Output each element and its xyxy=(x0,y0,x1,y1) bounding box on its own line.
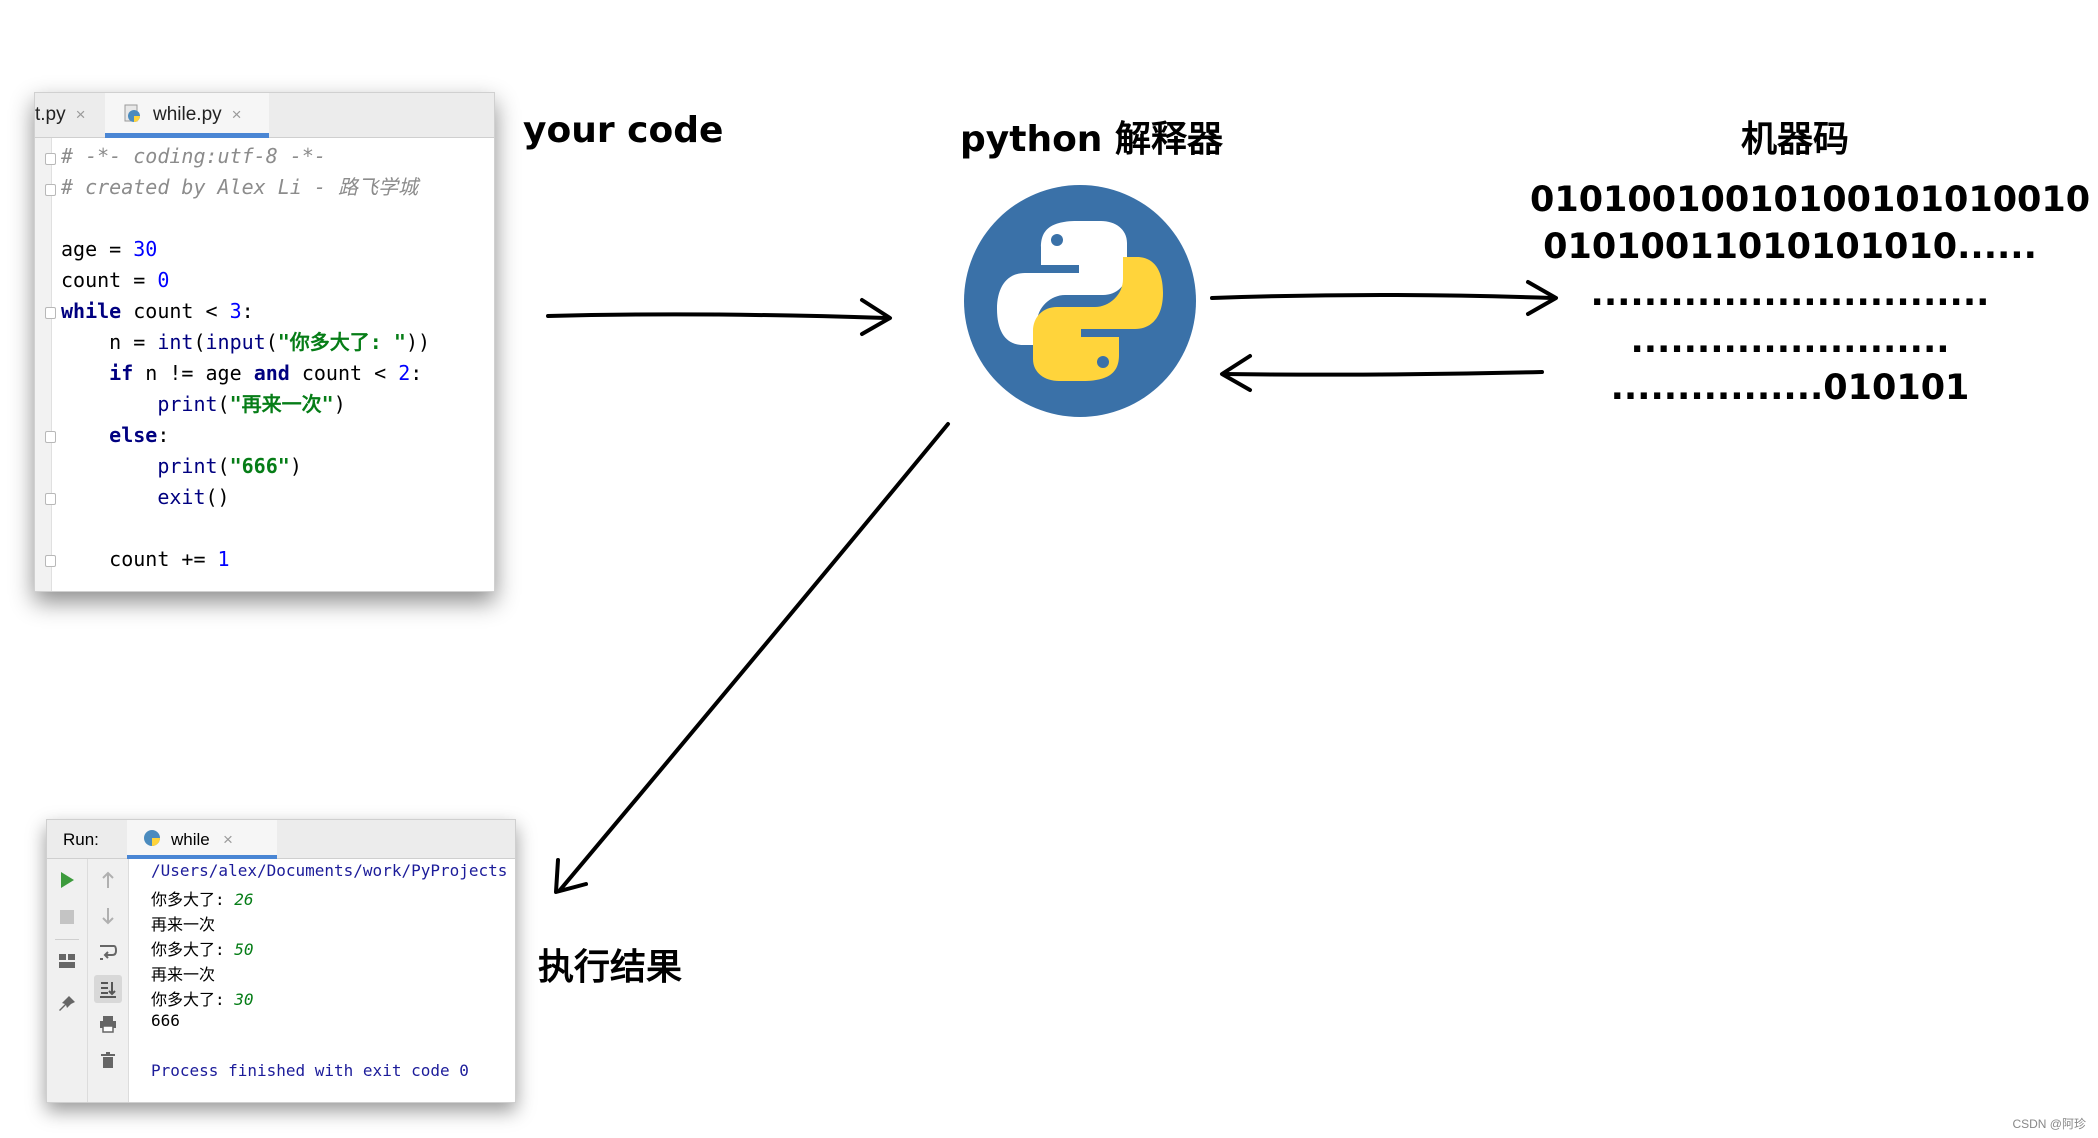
machine-code-label: 机器码 xyxy=(1741,119,1850,160)
arrow-up-icon[interactable] xyxy=(100,871,116,889)
code-line: if n != age and count < 2: xyxy=(109,361,423,385)
your-code-label: your code xyxy=(523,110,724,151)
console-line: 你多大了: 50 xyxy=(151,940,254,959)
close-icon[interactable]: × xyxy=(231,105,242,124)
arrowhead-result xyxy=(554,858,588,894)
binary-line: .............................. xyxy=(1590,274,1990,314)
arrowhead-back xyxy=(1220,354,1252,392)
code-line: n = int(input("你多大了: ")) xyxy=(61,330,431,354)
console-line: 再来一次 xyxy=(151,965,216,984)
scroll-to-end-button[interactable] xyxy=(94,975,122,1003)
stop-icon[interactable] xyxy=(59,909,75,925)
code-line: # -*- coding:utf-8 -*- xyxy=(61,144,326,168)
python-logo-icon xyxy=(964,185,1196,417)
run-label: Run: xyxy=(63,830,99,849)
code-line: count += 1 xyxy=(61,547,230,571)
tab-label: t.py xyxy=(35,104,66,125)
tab-run-while[interactable]: while × xyxy=(127,820,277,859)
machine-code-block: 01010010010100101010010 0101001101010101… xyxy=(1530,180,2091,415)
active-tab-indicator xyxy=(127,855,277,859)
fold-marker-icon[interactable] xyxy=(45,555,56,567)
print-icon[interactable] xyxy=(99,1015,117,1033)
gutter-divider xyxy=(51,138,52,591)
binary-line: ........................ xyxy=(1630,321,1950,361)
divider xyxy=(55,939,79,940)
console-line: 再来一次 xyxy=(151,915,216,934)
arrowhead-machine xyxy=(1526,280,1558,316)
tab-label: while.py xyxy=(153,104,222,125)
binary-line: 01010010010100101010010 xyxy=(1530,180,2091,220)
code-line: # created by Alex Li - 路飞学城 xyxy=(61,175,418,199)
python-icon xyxy=(144,830,160,846)
arrowhead-code xyxy=(860,298,892,336)
pin-icon[interactable] xyxy=(58,995,76,1013)
console-line: /Users/alex/Documents/work/PyProjects xyxy=(151,861,508,880)
interpreter-label: python 解释器 xyxy=(960,119,1223,160)
fold-marker-icon[interactable] xyxy=(45,431,56,443)
python-file-icon xyxy=(123,97,143,122)
code-line: while count < 3: xyxy=(61,299,254,323)
run-tab-label: while xyxy=(171,830,210,849)
close-icon[interactable]: × xyxy=(75,105,86,124)
binary-line: 01010011010101010...... xyxy=(1543,227,2037,267)
run-window: Run: while × /Users/alex/Documents/work/… xyxy=(46,819,516,1103)
tab-while-py[interactable]: while.py × xyxy=(105,93,269,138)
code-editor-window: t.py × while.py × # -*- coding:utf-8 -*- #… xyxy=(34,92,495,592)
binary-line: ................010101 xyxy=(1610,368,1970,408)
fold-marker-icon[interactable] xyxy=(45,307,56,319)
close-icon[interactable]: × xyxy=(223,830,233,849)
layout-icon[interactable] xyxy=(58,953,76,969)
code-line: print("再来一次") xyxy=(157,392,346,416)
scroll-to-end-icon xyxy=(100,982,116,998)
console-line: 666 xyxy=(151,1011,180,1030)
result-label: 执行结果 xyxy=(538,947,683,988)
code-line: print("666") xyxy=(157,454,302,478)
code-line: age = 30 xyxy=(61,237,158,261)
code-line: count = 0 xyxy=(61,268,170,292)
console-exit-line: Process finished with exit code 0 xyxy=(151,1061,469,1080)
arrow-code-to-interpreter xyxy=(546,312,888,320)
code-line: else: xyxy=(109,423,170,447)
active-tab-indicator xyxy=(105,133,269,138)
fold-marker-icon[interactable] xyxy=(45,184,56,196)
console-line: 你多大了: 26 xyxy=(151,890,254,909)
tab-t-py[interactable]: t.py × xyxy=(35,93,101,137)
editor-gutter xyxy=(35,138,51,591)
run-header: Run: while × xyxy=(47,820,515,859)
arrow-interpreter-to-result xyxy=(558,422,950,892)
play-icon[interactable] xyxy=(59,871,75,889)
fold-marker-icon[interactable] xyxy=(45,153,56,165)
run-toolbar-secondary xyxy=(88,859,129,1102)
code-line: exit() xyxy=(157,485,230,509)
console-line: 你多大了: 30 xyxy=(151,990,254,1009)
soft-wrap-icon[interactable] xyxy=(99,943,117,961)
fold-marker-icon[interactable] xyxy=(45,493,56,505)
arrow-machine-to-interpreter xyxy=(1222,370,1544,377)
watermark: CSDN @阿珍 xyxy=(2012,1117,2086,1131)
arrow-interpreter-to-machine xyxy=(1210,293,1554,300)
trash-icon[interactable] xyxy=(100,1051,116,1069)
arrow-down-icon[interactable] xyxy=(100,907,116,925)
editor-tab-bar: t.py × while.py × xyxy=(35,93,494,138)
run-toolbar-primary xyxy=(47,859,88,1102)
